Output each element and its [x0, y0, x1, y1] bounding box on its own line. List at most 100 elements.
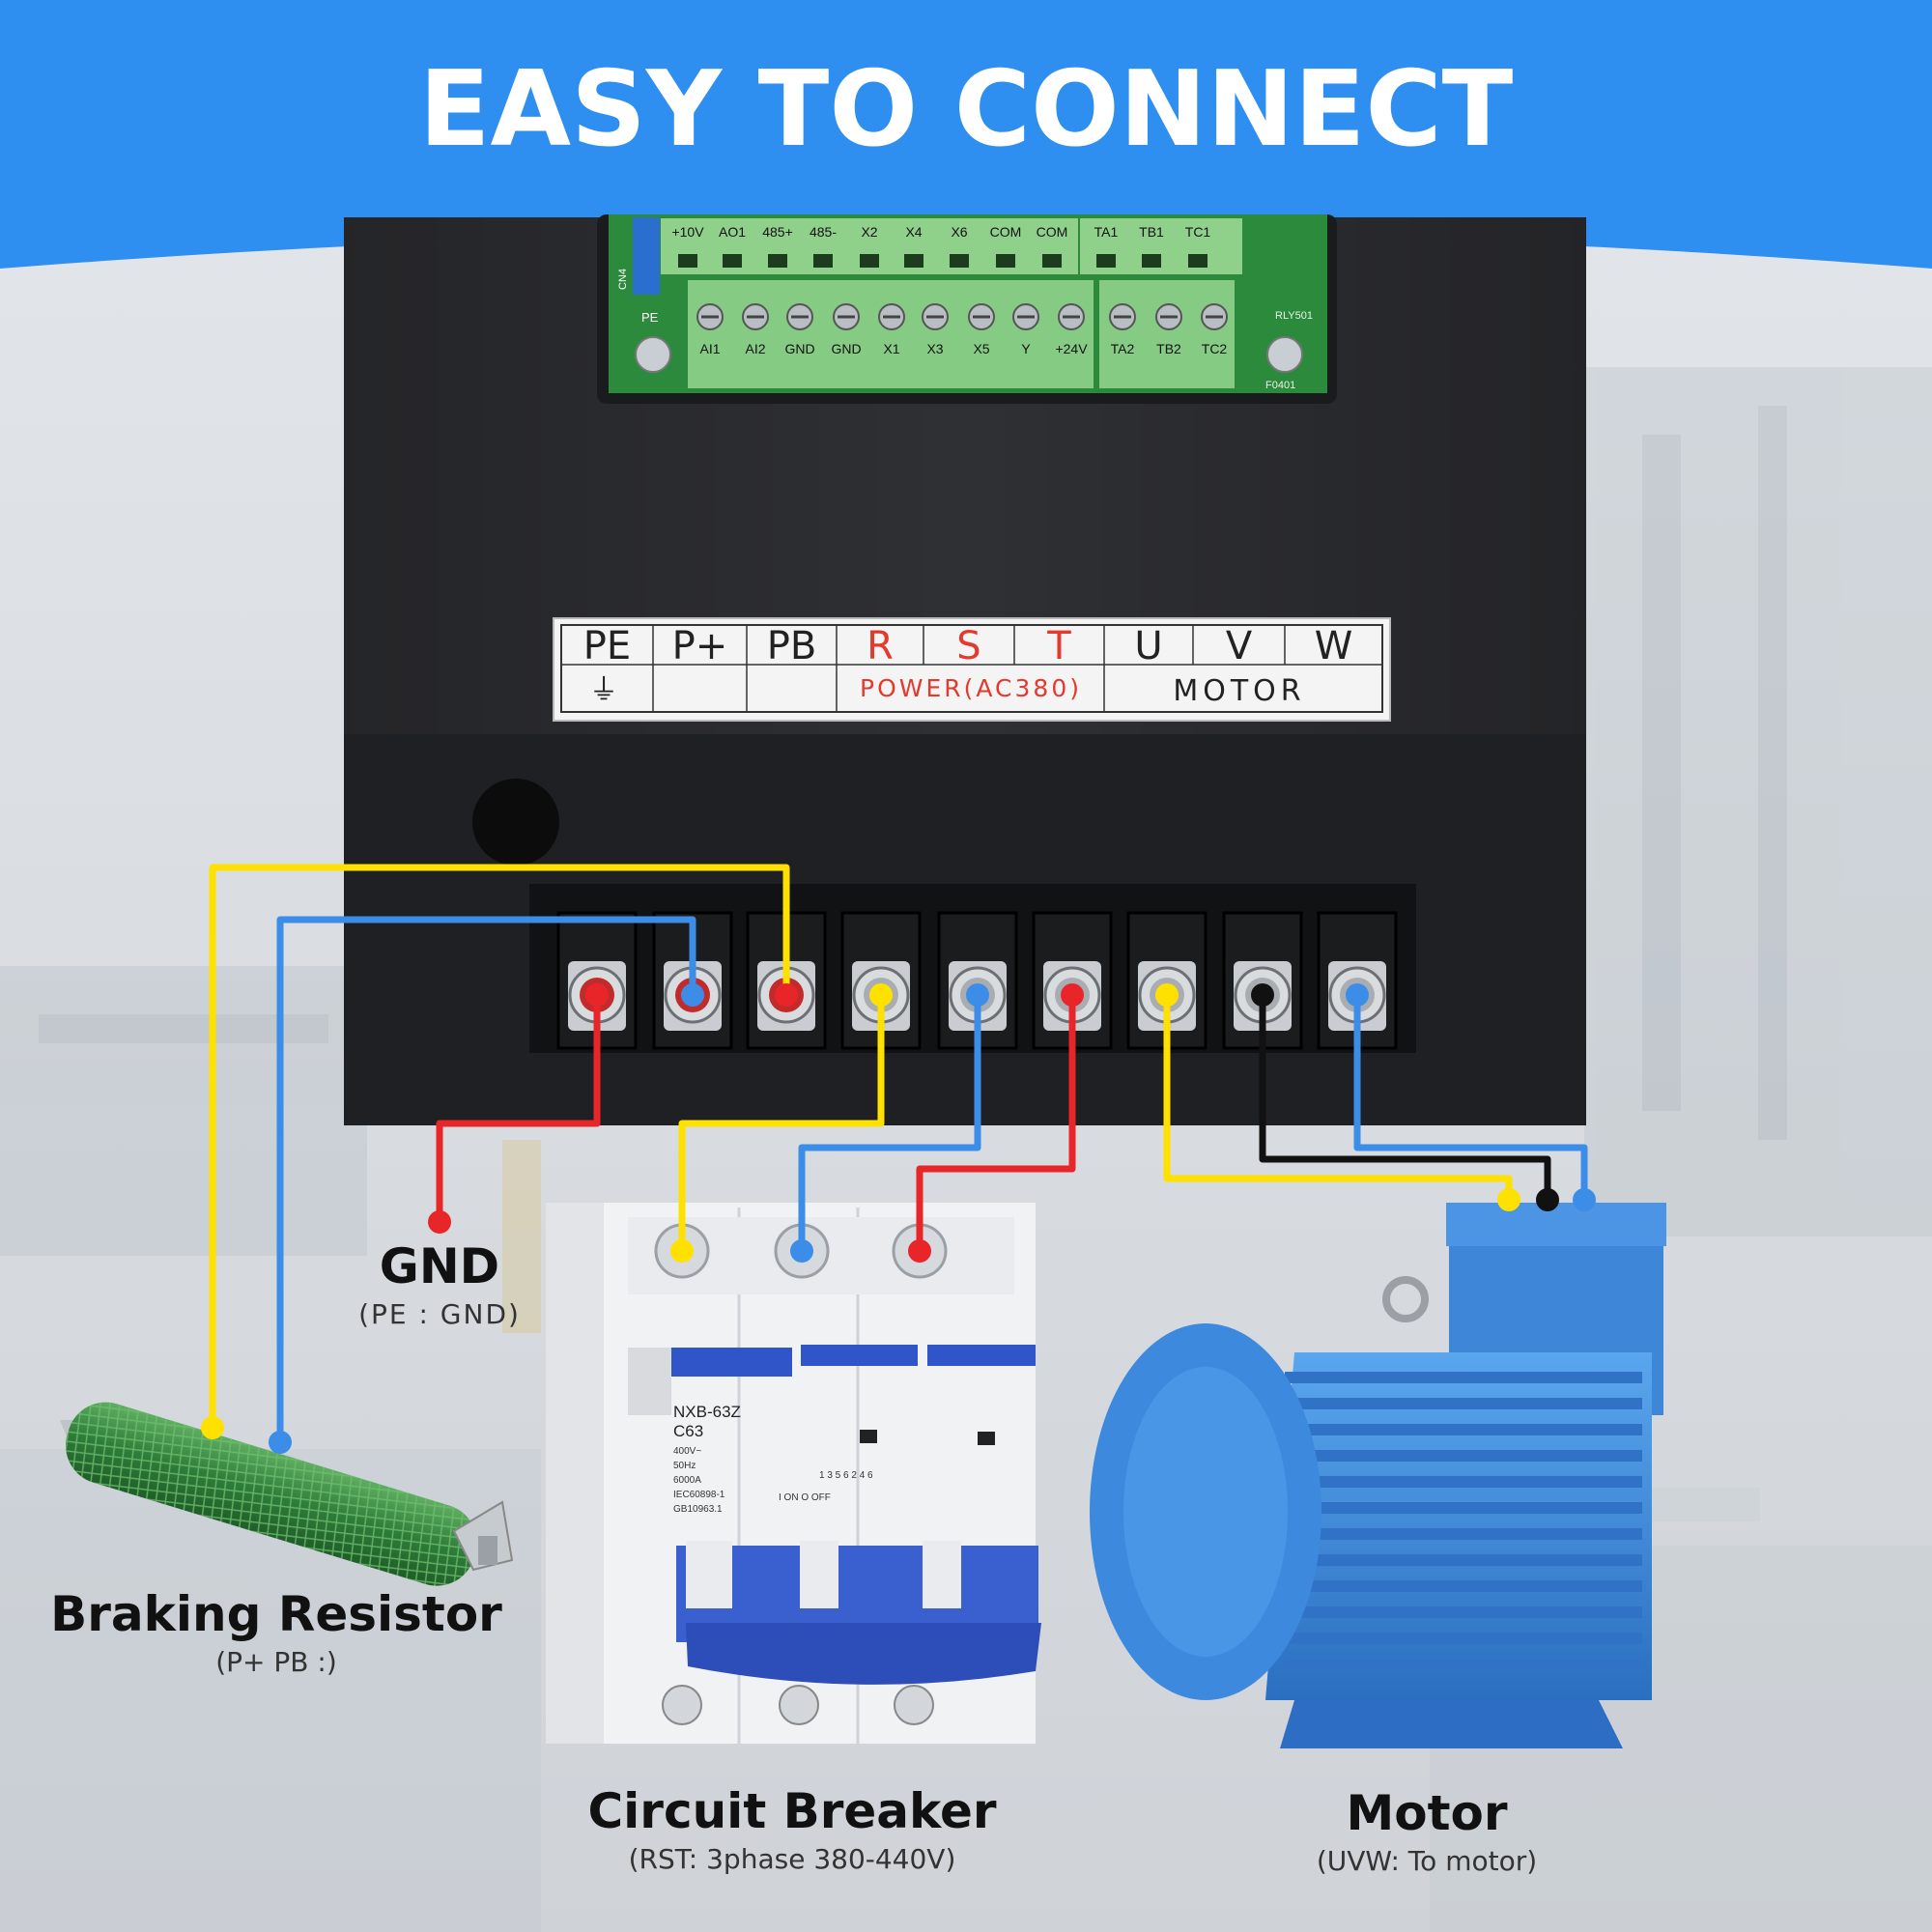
circuit-breaker-caption: Circuit Breaker	[587, 1783, 996, 1839]
terminal-slot	[996, 254, 1015, 268]
gnd-sub-caption: (PE : GND)	[358, 1298, 521, 1330]
motor-cooling-fin	[1285, 1606, 1642, 1618]
breaker-model: NXB-63Z	[673, 1403, 741, 1421]
wire-endpoint-dot	[1251, 983, 1274, 1007]
plate-terminal-v: V	[1226, 624, 1253, 668]
circuit-breaker-sub-caption: (RST: 3phase 380-440V)	[629, 1843, 956, 1875]
control-terminal-label: +10V	[671, 224, 704, 240]
motor-cooling-fin	[1285, 1502, 1642, 1514]
terminal-slot	[1142, 254, 1161, 268]
r-breaker-wire	[678, 995, 885, 1251]
wire-endpoint-dot	[670, 1239, 694, 1263]
relay-terminal-label: TB2	[1156, 341, 1181, 356]
control-terminal-label: X4	[905, 224, 922, 240]
terminal-slot	[950, 254, 969, 268]
breaker-spec: GB10963.1	[673, 1504, 723, 1515]
wire-endpoint-dot	[1497, 1188, 1520, 1211]
motor-cooling-fin	[1285, 1372, 1642, 1383]
terminal-slot	[904, 254, 923, 268]
wire-endpoint-dot	[681, 983, 704, 1007]
motor-cooling-fin	[1285, 1659, 1642, 1670]
control-terminal-label: GND	[831, 341, 861, 356]
motor-cooling-fin	[1285, 1476, 1642, 1488]
motor-sub-caption: (UVW: To motor)	[1317, 1845, 1537, 1877]
terminal-slot	[1188, 254, 1208, 268]
power-terminal-block	[529, 884, 1416, 1053]
control-terminal-label: COM	[1037, 224, 1068, 240]
control-terminal-label: AI1	[699, 341, 720, 356]
plate-terminal-pb: PB	[767, 624, 817, 668]
plate-terminal-w: W	[1315, 624, 1353, 668]
pe-gnd-wire	[436, 995, 601, 1222]
breaker-spec: IEC60898-1	[673, 1490, 725, 1500]
terminal-slot	[723, 254, 742, 268]
main-terminal-label-plate	[553, 617, 1391, 722]
wire-endpoint-dot	[269, 1431, 292, 1454]
relay-terminal-label: TC1	[1185, 224, 1211, 240]
board-pe-label: PE	[641, 310, 659, 325]
wire-endpoint-dot	[790, 1239, 813, 1263]
w-motor-wire	[1353, 995, 1588, 1200]
breaker-spec: 400V~	[673, 1446, 701, 1457]
terminal-slot	[1096, 254, 1116, 268]
wire-endpoint-dot	[1061, 983, 1084, 1007]
control-terminal-label: X5	[973, 341, 989, 356]
braking-resistor-caption: Braking Resistor	[50, 1586, 502, 1642]
terminal-slot	[678, 254, 697, 268]
braking-resistor-sub-caption: (P+ PB :)	[215, 1646, 337, 1678]
motor-cooling-fin	[1285, 1633, 1642, 1644]
wire-endpoint-dot	[1573, 1188, 1596, 1211]
terminal-slot	[768, 254, 787, 268]
control-terminal-label: 485+	[762, 224, 793, 240]
wire-endpoint-dot	[966, 983, 989, 1007]
motor-label: MOTOR	[1173, 674, 1305, 708]
breaker-rating: C63	[673, 1422, 703, 1440]
wire-endpoint-dot	[1155, 983, 1179, 1007]
control-terminal-label: X3	[926, 341, 943, 356]
wire-endpoint-dot	[585, 983, 609, 1007]
plate-terminal-s: S	[956, 624, 980, 668]
plate-terminal-pe: PE	[583, 624, 631, 668]
motor-cooling-fin	[1285, 1554, 1642, 1566]
control-terminal-board	[597, 214, 1337, 404]
plate-terminal-t: T	[1046, 624, 1071, 668]
motor-cooling-fin	[1285, 1528, 1642, 1540]
control-terminal-label: +24V	[1055, 341, 1088, 356]
power-label: POWER(AC380)	[860, 674, 1082, 702]
plate-terminal-pplus: P+	[672, 624, 728, 668]
motor-cooling-fin	[1285, 1580, 1642, 1592]
relay-terminal-label: TA1	[1094, 224, 1119, 240]
wire-endpoint-dot	[869, 983, 893, 1007]
relay-terminal-label: TC2	[1202, 341, 1228, 356]
wire-endpoint-dot	[908, 1239, 931, 1263]
terminal-slot	[1042, 254, 1062, 268]
breaker-spec: 50Hz	[673, 1461, 696, 1471]
breaker-mid-code: 1 3 5 6 2 4 6	[819, 1470, 873, 1481]
title-banner	[0, 0, 1932, 269]
control-terminal-label: AO1	[719, 224, 746, 240]
control-terminal-label: GND	[784, 341, 814, 356]
control-terminal-label: Y	[1021, 341, 1031, 356]
motor-cooling-fin	[1285, 1450, 1642, 1462]
pe-ground-symbol: ⏚	[589, 673, 618, 707]
t-breaker-wire	[916, 995, 1076, 1251]
gnd-caption: GND	[380, 1238, 499, 1294]
control-terminal-label: X6	[951, 224, 967, 240]
pplus-resistor-wire	[209, 864, 790, 1428]
wiring	[209, 864, 1588, 1442]
circuit-breaker	[546, 1203, 1041, 1744]
control-terminal-label: 485-	[810, 224, 837, 240]
cable-hole	[472, 779, 559, 866]
plate-terminal-u: U	[1134, 624, 1162, 668]
wire-endpoint-dot	[428, 1210, 451, 1234]
breaker-on-off: I ON O OFF	[779, 1492, 831, 1503]
control-terminal-label: X2	[861, 224, 877, 240]
control-terminal-label: X1	[883, 341, 899, 356]
motor-cooling-fin	[1285, 1398, 1642, 1409]
page-title: EASY TO CONNECT	[419, 49, 1514, 170]
v-motor-wire	[1259, 995, 1551, 1200]
relay-terminal-label: TA2	[1111, 341, 1135, 356]
s-breaker-wire	[798, 995, 981, 1251]
terminal-slot	[860, 254, 879, 268]
